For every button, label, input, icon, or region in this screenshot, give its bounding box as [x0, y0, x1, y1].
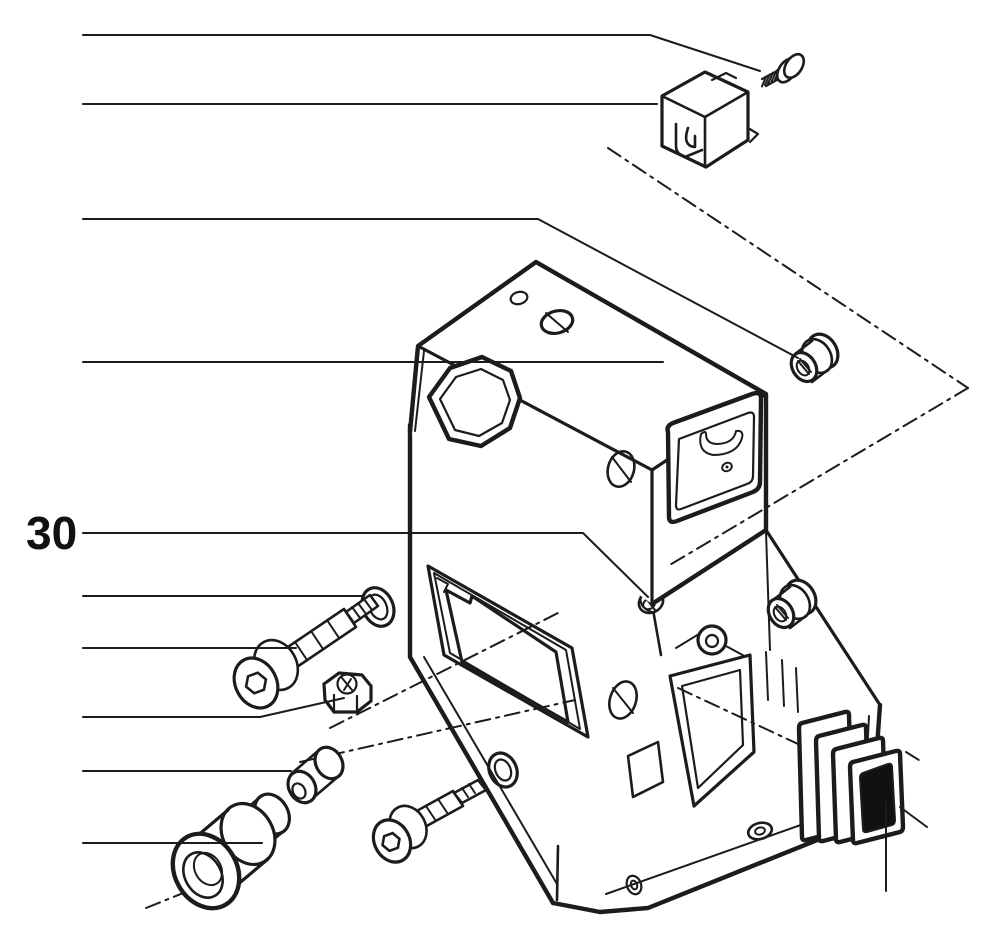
top-hole-large	[539, 308, 575, 336]
spacer-sleeve	[286, 745, 345, 805]
ribs	[765, 651, 799, 713]
centerline	[905, 751, 923, 763]
centerline	[329, 611, 561, 729]
part-number-label: 30	[26, 507, 77, 559]
small-hole	[721, 461, 733, 473]
cushion-pad-stack	[796, 709, 906, 846]
foot-hole	[625, 874, 643, 896]
gasket	[426, 564, 590, 739]
gear-housing-upper	[407, 259, 769, 607]
stepped-bushing	[170, 792, 291, 911]
threaded-insert-upper	[789, 332, 840, 384]
callout-line-30	[82, 532, 649, 598]
centerline	[667, 387, 969, 567]
socket-head-bolt-lower	[371, 778, 488, 864]
clamp-bracket	[668, 624, 774, 841]
threaded-insert-lower	[766, 578, 818, 630]
end-opening	[665, 390, 764, 525]
curved-slot	[699, 429, 744, 456]
top-hole-small	[509, 290, 529, 306]
centerline	[677, 687, 829, 759]
housing-base	[407, 422, 883, 915]
lock-washer-lower	[487, 751, 519, 789]
callout-line	[899, 806, 928, 828]
bracket-ear	[696, 624, 728, 656]
edge-notch	[626, 740, 665, 799]
hex-nut	[322, 671, 373, 714]
counterbored-hole	[746, 821, 774, 841]
hex-socket	[244, 671, 268, 695]
callout-lines	[82, 34, 928, 892]
centerline	[299, 699, 576, 763]
rubber-pad	[858, 762, 897, 834]
callout-line	[82, 34, 761, 72]
front-oval-hole	[606, 449, 636, 489]
socket-head-bolt-upper	[232, 593, 380, 710]
centerlines	[145, 147, 969, 909]
centerline	[607, 147, 969, 389]
oval-hole	[608, 680, 638, 720]
sheet-metal-clamp	[660, 70, 760, 169]
callout-line	[82, 218, 799, 359]
front-window	[426, 354, 523, 449]
callout-line	[82, 697, 345, 718]
hex-socket	[381, 831, 401, 853]
pan-head-screw	[760, 52, 806, 88]
